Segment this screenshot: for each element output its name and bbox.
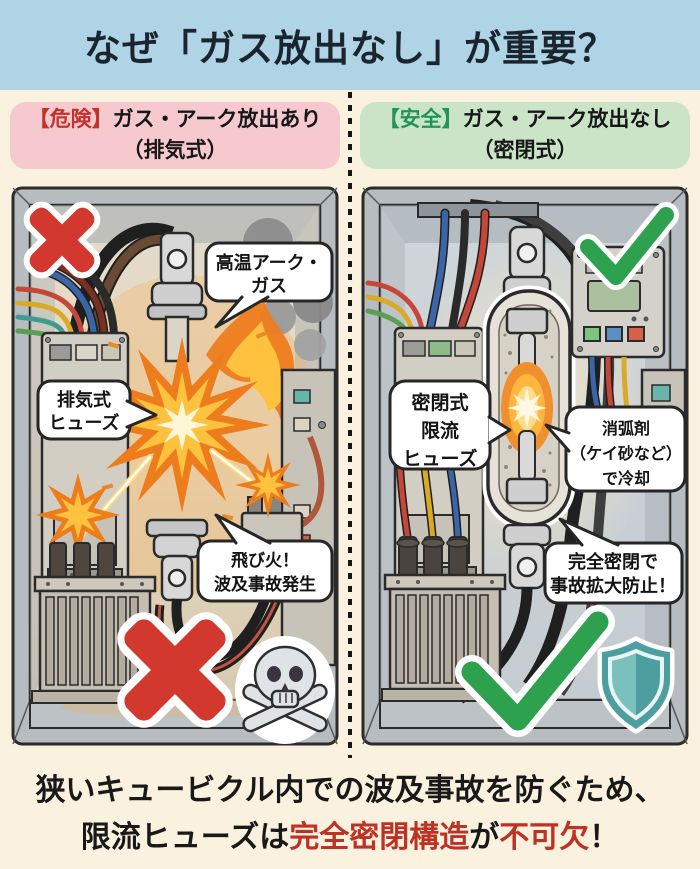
- check-mark-icon: [575, 202, 679, 290]
- svg-text:ヒューズ: ヒューズ: [402, 447, 477, 470]
- svg-text:完全密閉で: 完全密閉で: [568, 551, 658, 572]
- svg-text:ヒューズ: ヒューズ: [48, 412, 119, 433]
- danger-heading: ガス・アーク放出あり: [112, 108, 322, 132]
- safe-heading-line: 【安全】ガス・アーク放出なし: [360, 105, 690, 135]
- callout-spread-accident: 飛び火！ 波及事故発生: [196, 513, 334, 603]
- safe-subheading: （密閉式）: [472, 138, 578, 162]
- comparison-panels: 【危険】ガス・アーク放出あり （排気式）: [0, 90, 700, 760]
- svg-text:で冷却: で冷却: [602, 469, 650, 488]
- svg-text:ガス: ガス: [251, 276, 287, 296]
- svg-text:高温アーク・: 高温アーク・: [216, 252, 323, 273]
- svg-text:飛び火！: 飛び火！: [230, 551, 299, 570]
- skull-crossbones-icon: [235, 636, 335, 744]
- footer-line2-b: 完全密閉構造: [289, 820, 470, 854]
- danger-tag: 【危険】: [28, 108, 113, 132]
- safe-heading: ガス・アーク放出なし: [462, 108, 672, 132]
- footer-line2-d: 不可欠: [499, 820, 590, 854]
- vented-fuse-holder: [146, 231, 208, 363]
- svg-text:排気式: 排気式: [57, 389, 111, 410]
- safe-tag: 【安全】: [378, 108, 463, 132]
- shield-icon: [597, 636, 675, 734]
- cross-mark-icon: [117, 612, 233, 728]
- check-mark-icon: [455, 605, 615, 737]
- safe-illustration: 密閉式 限流 ヒューズ 消弧剤 （ケイ砂など） で冷却 完全密閉で 事故拡大防止…: [361, 186, 689, 746]
- safe-panel-label: 【安全】ガス・アーク放出なし （密閉式）: [360, 102, 690, 169]
- callout-sealed-fuse: 密閉式 限流 ヒューズ: [388, 379, 512, 471]
- svg-text:限流: 限流: [421, 419, 459, 442]
- svg-text:消弧剤: 消弧剤: [602, 419, 650, 438]
- footer-line2-e: ！: [589, 820, 620, 854]
- panel-divider: [348, 92, 352, 758]
- footer-message: 狭いキュービクル内での波及事故を防ぐため、 限流ヒューズは完全密閉構造が不可欠！: [0, 760, 700, 861]
- danger-panel-label: 【危険】ガス・アーク放出あり （排気式）: [10, 102, 340, 169]
- danger-panel: 【危険】ガス・アーク放出あり （排気式）: [10, 102, 340, 760]
- incoming-wires: [365, 202, 539, 336]
- callout-containment: 完全密閉で 事故拡大防止！: [543, 517, 684, 605]
- footer-line2-a: 限流ヒューズは: [80, 820, 290, 854]
- page-title: なぜ「ガス放出なし」が重要？: [84, 28, 616, 69]
- footer-line2: 限流ヒューズは完全密閉構造が不可欠！: [0, 815, 700, 862]
- danger-subheading: （排気式）: [122, 138, 228, 162]
- callout-arc-gas: 高温アーク・ ガス: [204, 241, 334, 329]
- callout-vented-fuse: 排気式 ヒューズ: [36, 379, 158, 441]
- danger-illustration: 高温アーク・ ガス 排気式 ヒューズ 飛び火！ 波及事故発生: [11, 186, 339, 746]
- page-header: なぜ「ガス放出なし」が重要？: [0, 0, 700, 90]
- callout-cooling: 消弧剤 （ケイ砂など） で冷却: [544, 405, 687, 493]
- footer-line2-c: が: [469, 820, 500, 854]
- svg-text:密閉式: 密閉式: [411, 391, 468, 414]
- cross-mark-icon: [23, 201, 101, 279]
- danger-heading-line: 【危険】ガス・アーク放出あり: [10, 105, 340, 135]
- svg-text:事故拡大防止！: 事故拡大防止！: [550, 575, 676, 596]
- footer-line1: 狭いキュービクル内での波及事故を防ぐため、: [35, 774, 665, 807]
- safe-panel: 【安全】ガス・アーク放出なし （密閉式）: [360, 102, 690, 760]
- svg-text:（ケイ砂など）: （ケイ砂など）: [570, 444, 682, 463]
- svg-text:波及事故発生: 波及事故発生: [214, 574, 316, 594]
